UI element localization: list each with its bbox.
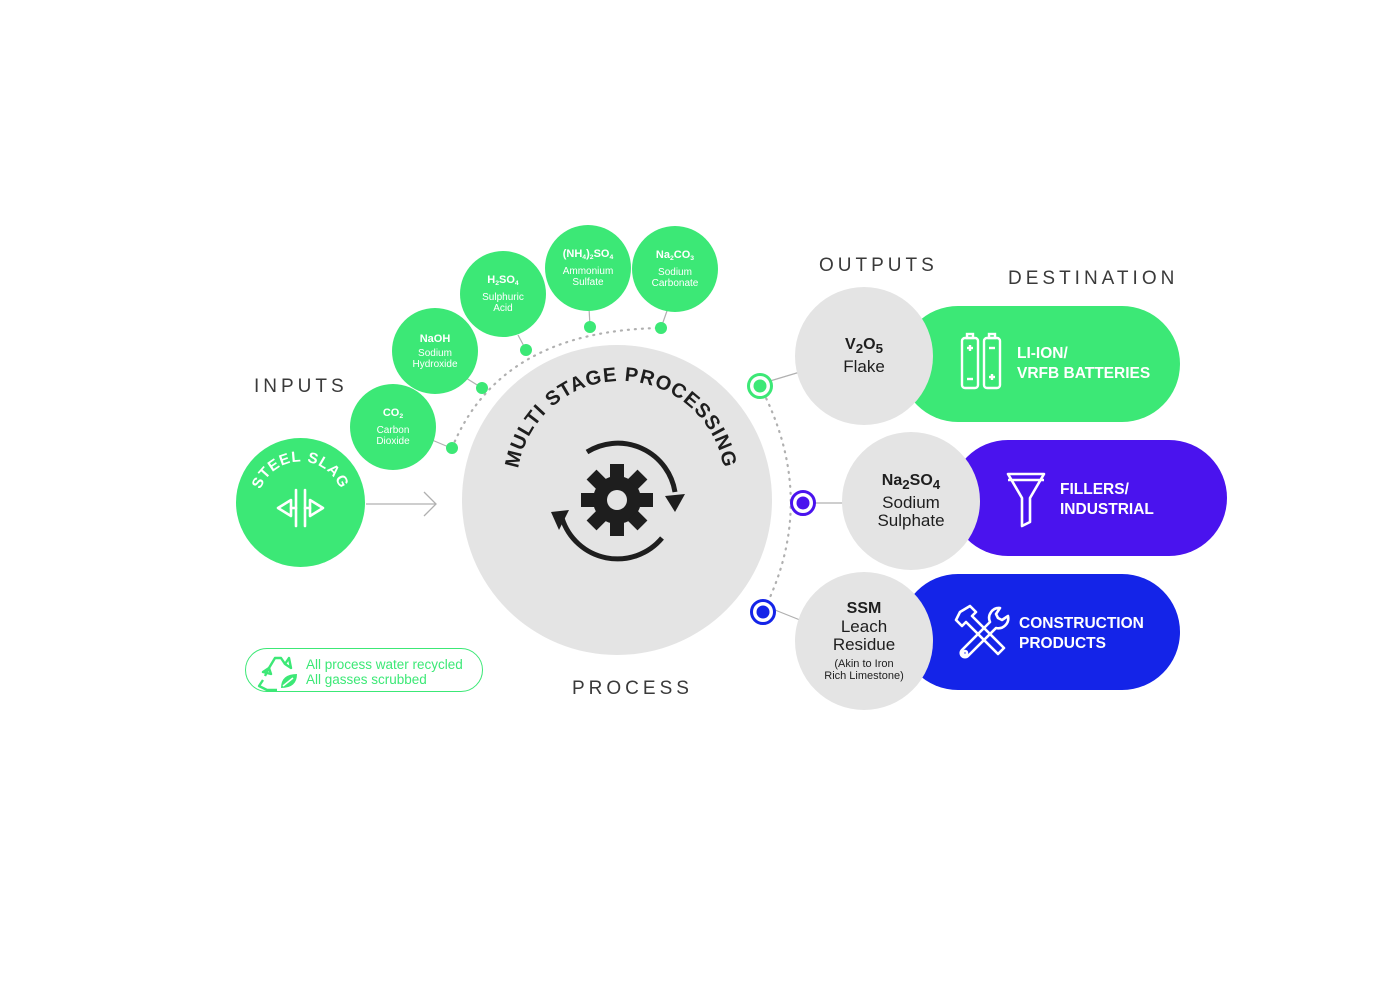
reagent-dot — [655, 322, 667, 334]
process-circle: MULTI STAGE PROCESSING — [462, 345, 772, 655]
reagent-h2so4: H2SO4 Sulphuric Acid — [460, 251, 546, 337]
output-formula: V2O5 — [845, 335, 883, 357]
output-connector — [769, 371, 801, 382]
destination-label: DESTINATION — [1008, 268, 1179, 289]
output-name: Sodium Sulphate — [877, 493, 945, 531]
output-name: Flake — [843, 357, 885, 377]
process-label: PROCESS — [572, 678, 693, 699]
output-v2o5: V2O5 Flake — [795, 287, 933, 425]
reagent-formula: Na2CO3 — [655, 248, 695, 263]
inputs-label: INPUTS — [254, 376, 348, 397]
destination-batteries: LI-ION/ VRFB BATTERIES — [900, 306, 1180, 422]
reagent-name: Carbon Dioxide — [376, 425, 410, 448]
recycle-leaf-icon — [257, 656, 297, 692]
outputs-label: OUTPUTS — [819, 255, 938, 276]
reagent-dot — [476, 382, 488, 394]
steel-slag-text: STEEL SLAG — [249, 448, 353, 491]
output-na2so4: Na2SO4 Sodium Sulphate — [842, 432, 980, 570]
reagent-formula: H2SO4 — [487, 273, 519, 288]
reagent-naoh: NaOH Sodium Hydroxide — [392, 308, 478, 394]
input-arrow-head — [423, 491, 437, 517]
reagent-dot — [520, 344, 532, 356]
output-connector — [774, 609, 801, 621]
destination-construction-label: CONSTRUCTION PRODUCTS — [1019, 615, 1144, 652]
input-dotted-arc — [450, 326, 664, 450]
reagent-ammonium-sulfate: (NH4)2SO4 Ammonium Sulfate — [545, 225, 631, 311]
gear-cycle-icon — [551, 440, 685, 562]
reagent-name: Sodium Hydroxide — [412, 347, 458, 370]
process-center-text: MULTI STAGE PROCESSING — [501, 364, 740, 470]
output-ssm: SSM Leach Residue (Akin to Iron Rich Lim… — [795, 572, 933, 710]
output-note: (Akin to Iron Rich Limestone) — [824, 658, 904, 682]
battery-icon — [960, 332, 1002, 390]
recycling-note-text: All process water recycled All gasses sc… — [306, 657, 463, 687]
reagent-co2: CO2 Carbon Dioxide — [350, 384, 436, 470]
output-name: Leach Residue — [832, 617, 896, 654]
funnel-icon — [1006, 472, 1046, 528]
reagent-formula: (NH4)2SO4 — [562, 247, 614, 262]
reagent-formula: NaOH — [419, 332, 451, 345]
reagent-name: Ammonium Sulfate — [562, 266, 614, 289]
reagent-name: Sodium Carbonate — [651, 267, 699, 290]
reagent-dot — [446, 442, 458, 454]
destination-fillers-label: FILLERS/ INDUSTRIAL — [1060, 481, 1154, 518]
destination-construction: CONSTRUCTION PRODUCTS — [900, 574, 1180, 690]
steel-slag-node: STEEL SLAG — [236, 438, 365, 567]
reagent-na2co3: Na2CO3 Sodium Carbonate — [632, 226, 718, 312]
destination-fillers: FILLERS/ INDUSTRIAL — [950, 440, 1227, 556]
tools-icon — [954, 604, 1010, 659]
expand-arrows-icon — [276, 488, 325, 528]
output-formula: SSM — [846, 600, 882, 617]
destination-batteries-label: LI-ION/ VRFB BATTERIES — [1017, 345, 1151, 382]
output-formula: Na2SO4 — [881, 471, 941, 493]
recycling-note — [245, 648, 483, 692]
reagent-name: Sulphuric Acid — [482, 292, 524, 315]
reagent-formula: CO2 — [382, 406, 404, 421]
reagent-dot — [584, 321, 596, 333]
